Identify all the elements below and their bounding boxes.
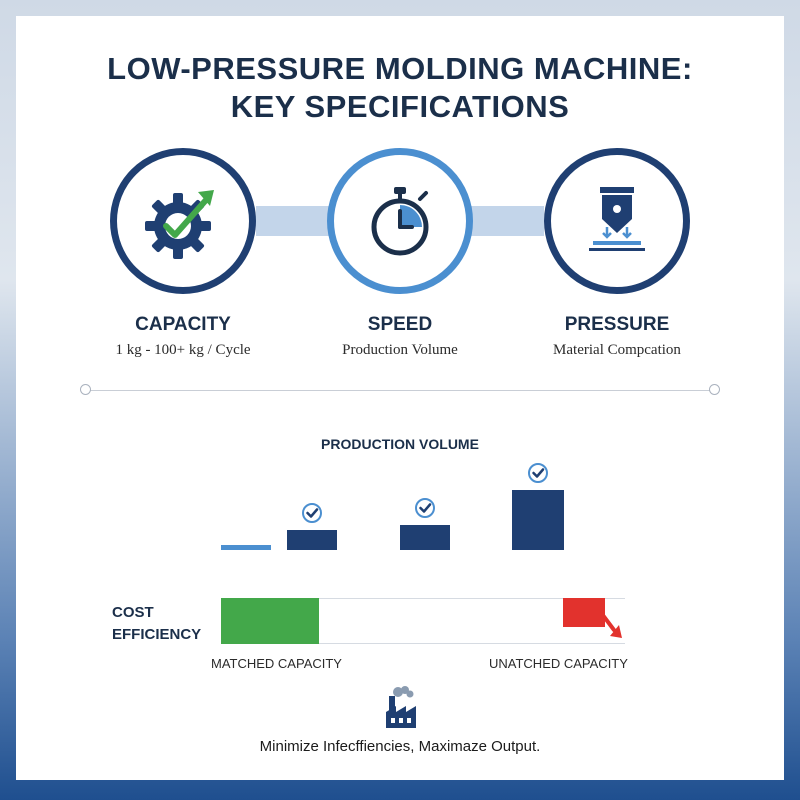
footer-tagline: Minimize Infecffiencies, Maximaze Output… xyxy=(259,738,541,755)
cost-label-line-1: COST xyxy=(112,604,154,621)
pressure-title: PRESSURE xyxy=(564,314,670,335)
check-circle-icon xyxy=(528,463,548,483)
section-divider xyxy=(86,390,714,391)
capacity-subtitle: 1 kg - 100+ kg / Cycle xyxy=(115,342,251,358)
title-line-1: LOW-PRESSURE MOLDING MACHINE: xyxy=(107,51,693,86)
factory-icon xyxy=(386,686,416,728)
stopwatch-icon xyxy=(371,187,429,256)
gear-check-arrow-icon xyxy=(145,190,214,259)
check-circle-icon xyxy=(415,498,435,518)
connector-bar-left xyxy=(256,206,338,236)
infographic-card: LOW-PRESSURE MOLDING MACHINE: KEY SPECIF… xyxy=(16,16,784,780)
title-line-2: KEY SPECIFICATIONS xyxy=(230,89,570,124)
pressure-circle xyxy=(544,148,690,294)
unmatched-capacity-label: UNATCHED CAPACITY xyxy=(489,656,628,671)
speed-circle xyxy=(327,148,473,294)
pressure-subtitle: Material Compcation xyxy=(553,342,681,358)
page-title: LOW-PRESSURE MOLDING MACHINE: KEY SPECIF… xyxy=(16,50,784,126)
production-bar xyxy=(400,525,450,550)
matched-capacity-label: MATCHED CAPACITY xyxy=(211,656,342,671)
cost-label-line-2: EFFICIENCY xyxy=(112,626,202,643)
press-icon xyxy=(589,187,645,251)
connector-bar-right xyxy=(462,206,544,236)
speed-title: SPEED xyxy=(367,314,433,335)
cost-efficiency-track xyxy=(221,598,625,644)
divider-dot-right xyxy=(709,384,720,395)
unmatched-capacity-bar xyxy=(563,598,605,627)
chart-title: PRODUCTION VOLUME xyxy=(321,436,479,452)
speed-subtitle: Production Volume xyxy=(342,342,458,358)
production-bar xyxy=(221,545,271,550)
production-bar xyxy=(512,490,564,550)
matched-capacity-bar xyxy=(221,598,319,644)
divider-dot-left xyxy=(80,384,91,395)
capacity-title: CAPACITY xyxy=(135,314,231,335)
down-arrow-icon xyxy=(600,612,622,638)
production-bar xyxy=(287,530,337,550)
production-volume-chart xyxy=(221,463,564,550)
cost-efficiency-label: COST EFFICIENCY xyxy=(112,602,222,646)
check-circle-icon xyxy=(302,503,322,523)
capacity-circle xyxy=(110,148,256,294)
